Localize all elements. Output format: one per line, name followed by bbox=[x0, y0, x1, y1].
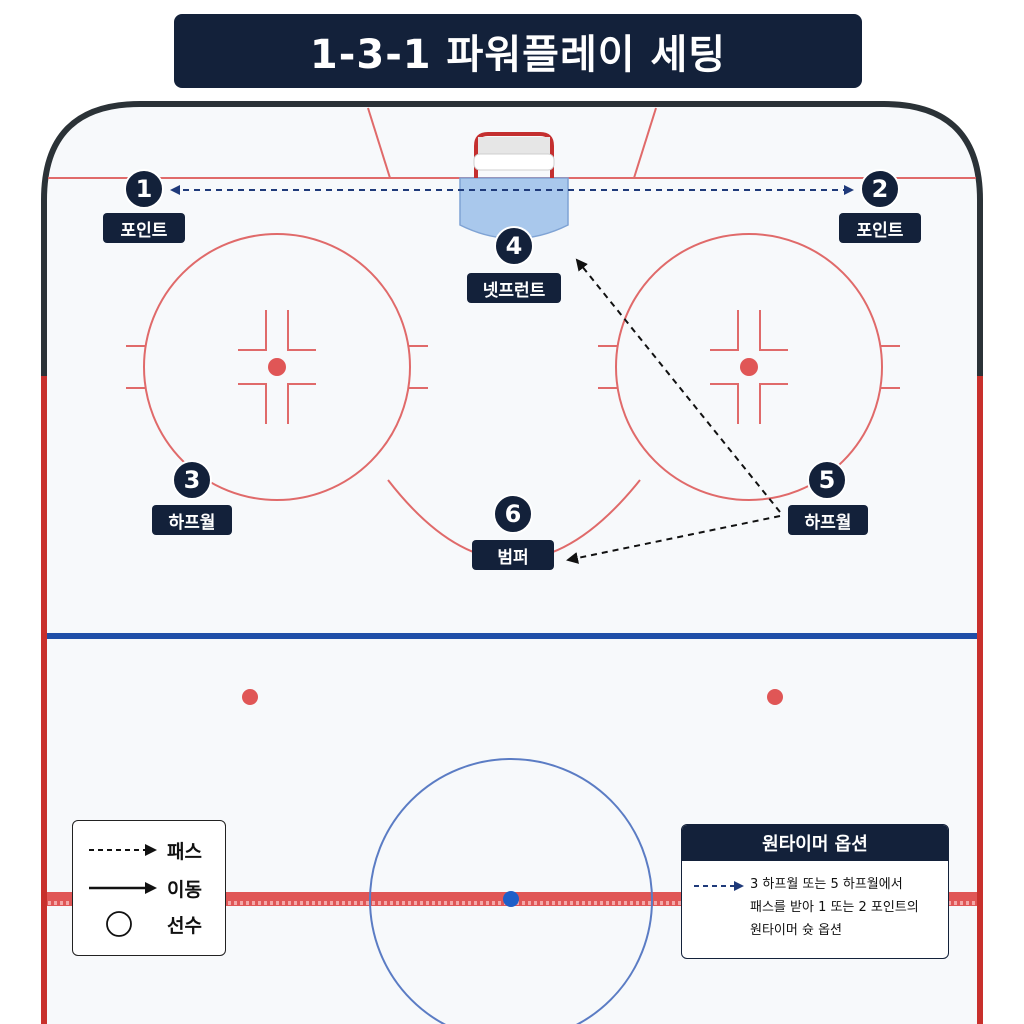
player-number-2: 2 bbox=[860, 169, 900, 209]
option-description: 3 하프월 또는 5 하프월에서 패스를 받아 1 또는 2 포인트의 원타이머… bbox=[750, 873, 946, 942]
dashed-arrow-icon bbox=[694, 881, 744, 891]
option-line-1: 3 하프월 또는 5 하프월에서 bbox=[750, 877, 903, 892]
option-line-2: 패스를 받아 1 또는 2 포인트의 bbox=[750, 900, 919, 915]
player-number-4: 4 bbox=[494, 226, 534, 266]
faceoff-circle-left bbox=[126, 233, 428, 501]
solid-arrow-icon bbox=[89, 882, 157, 894]
player-role-4: 넷프런트 bbox=[467, 273, 561, 303]
legend: 패스 이동 선수 bbox=[72, 820, 226, 956]
player-role-3: 하프월 bbox=[152, 505, 232, 535]
faceoff-circle-right bbox=[598, 233, 900, 501]
page-title: 1-3-1 파워플레이 세팅 bbox=[174, 14, 862, 88]
pass-arrow-5-4 bbox=[575, 258, 781, 513]
legend-pass-label: 패스 bbox=[167, 841, 202, 863]
legend-player-label: 선수 bbox=[167, 915, 202, 937]
center-circle bbox=[369, 758, 653, 1024]
player-role-5: 하프월 bbox=[788, 505, 868, 535]
center-dot bbox=[503, 891, 519, 907]
dashed-arrow-icon bbox=[89, 844, 157, 856]
player-circle-icon bbox=[106, 911, 132, 937]
faceoff-dot-left bbox=[268, 358, 286, 376]
player-role-1: 포인트 bbox=[103, 213, 185, 243]
player-role-6: 범퍼 bbox=[472, 540, 554, 570]
boards-top bbox=[41, 101, 983, 376]
legend-pass: 패스 bbox=[73, 835, 225, 865]
legend-player: 선수 bbox=[73, 909, 225, 939]
legend-move-label: 이동 bbox=[167, 879, 202, 901]
goal-net bbox=[473, 132, 555, 178]
player-role-2: 포인트 bbox=[839, 213, 921, 243]
legend-move: 이동 bbox=[73, 873, 225, 903]
faceoff-dot-right bbox=[740, 358, 758, 376]
option-line-3: 원타이머 슛 옵션 bbox=[750, 923, 842, 938]
option-title: 원타이머 옵션 bbox=[682, 825, 948, 861]
player-number-6: 6 bbox=[493, 494, 533, 534]
trapezoid-line-right bbox=[633, 107, 657, 179]
player-number-1: 1 bbox=[124, 169, 164, 209]
neutral-dot-right bbox=[767, 689, 783, 705]
trapezoid-line-left bbox=[367, 107, 391, 179]
pass-arrow-5-6 bbox=[566, 515, 781, 564]
neutral-dot-left bbox=[242, 689, 258, 705]
player-number-5: 5 bbox=[807, 460, 847, 500]
one-timer-option-box: 원타이머 옵션 3 하프월 또는 5 하프월에서 패스를 받아 1 또는 2 포… bbox=[681, 824, 949, 959]
player-number-3: 3 bbox=[172, 460, 212, 500]
